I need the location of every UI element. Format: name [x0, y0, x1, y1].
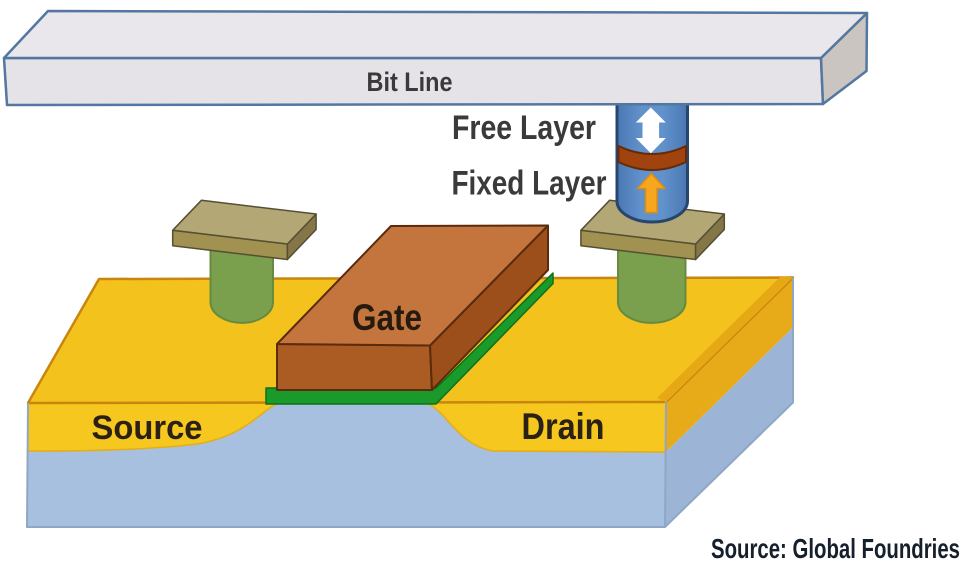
svg-text:Source: Global Foundries: Source: Global Foundries [711, 533, 960, 564]
svg-text:Source: Source [92, 409, 203, 447]
svg-text:Bit Line: Bit Line [367, 67, 453, 97]
svg-text:Free Layer: Free Layer [452, 109, 596, 147]
svg-text:Gate: Gate [352, 297, 422, 338]
svg-text:Fixed Layer: Fixed Layer [452, 165, 607, 203]
svg-text:Drain: Drain [522, 406, 605, 447]
